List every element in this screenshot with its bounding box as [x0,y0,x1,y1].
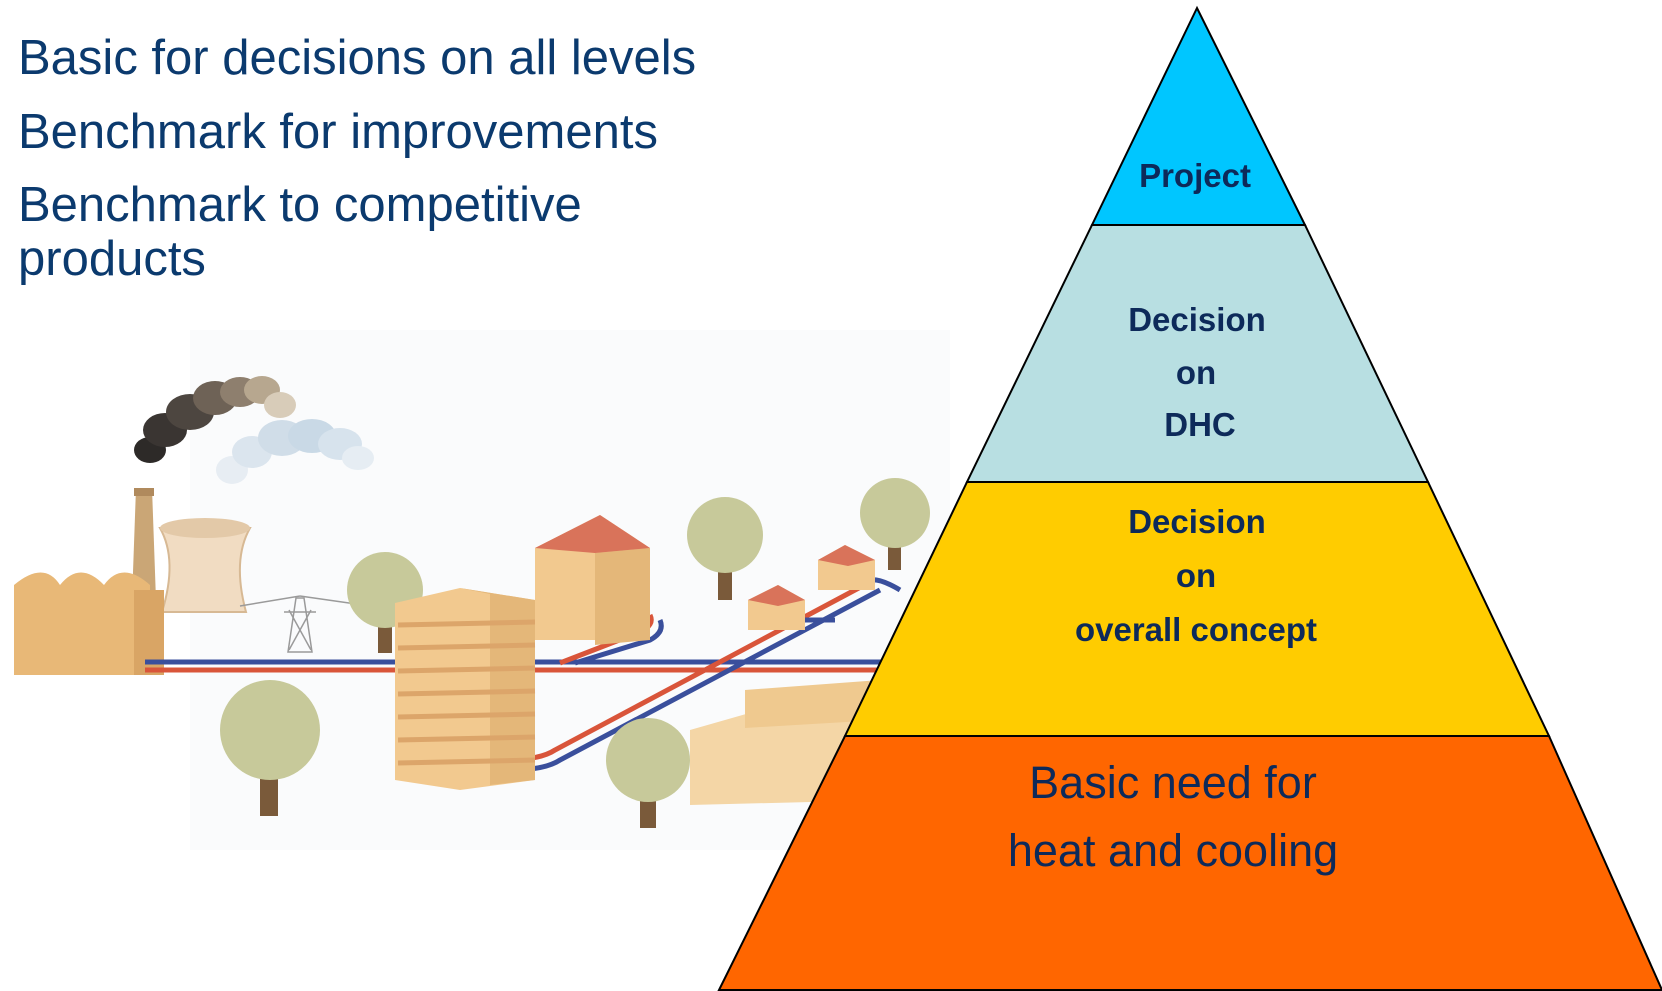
pyramid-label-basic-line2: heat and cooling [1008,825,1338,876]
cooling-tower-icon [158,518,252,613]
bullet-item: Benchmark to competitive products [18,178,582,286]
chimney-icon [132,488,156,600]
pyramid-label-basic-line1: Basic need for [1029,757,1317,808]
bullet-item: Basic for decisions on all levels [18,31,697,85]
house-icon [818,545,875,590]
factory-icon [14,572,164,675]
tree-icon [220,680,320,816]
pyramid-label-project: Project [1139,157,1251,194]
tree-icon [687,497,763,600]
district-heating-illustration [14,330,950,850]
bullet-list: Basic for decisions on all levels Benchm… [18,30,778,304]
pyramid: Project Decision on DHC Decision on over… [717,5,1662,991]
house-icon [535,515,650,645]
pyramid-label-dhc-line1: Decision [1128,301,1266,338]
pyramid-label-concept-line3: overall concept [1075,611,1317,648]
pyramid-level-basic-need [717,735,1662,991]
tree-icon [606,718,690,828]
bullet-item: Benchmark for improvements [18,105,658,159]
tree-icon [860,478,930,570]
pyramid-label-concept-line2: on [1176,557,1216,594]
pyramid-label-concept-line1: Decision [1128,503,1266,540]
apartment-building-icon [395,588,536,790]
house-icon [748,585,805,630]
power-pylon-icon [239,595,371,653]
pyramid-label-dhc-line2: on [1176,354,1216,391]
pyramid-label-dhc-line3: DHC [1164,406,1236,443]
smoke-icon [134,376,374,484]
